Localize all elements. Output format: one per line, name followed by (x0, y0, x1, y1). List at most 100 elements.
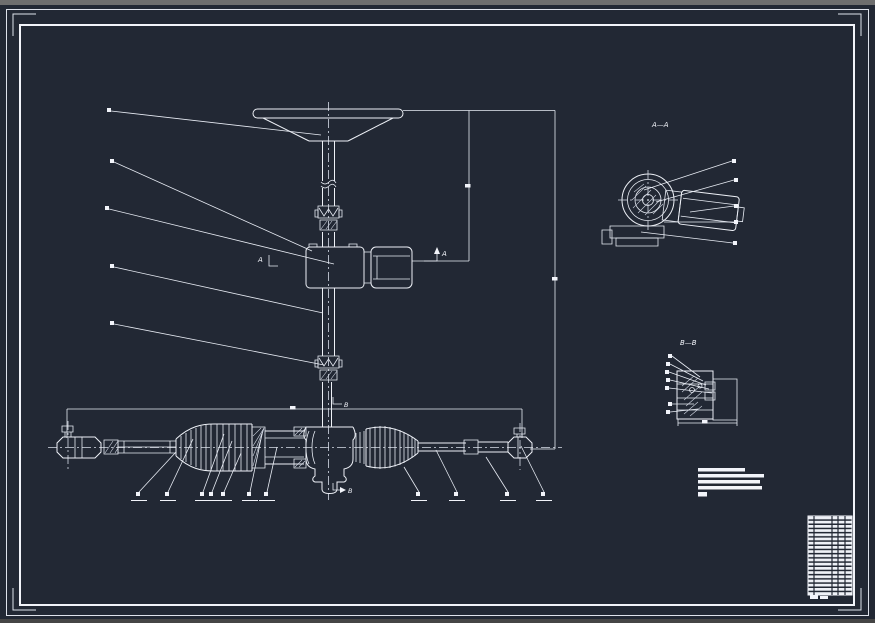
bellows-right-clamp (356, 431, 364, 464)
callout-balloon (200, 492, 204, 496)
dimension-text-marks (290, 184, 708, 424)
callout-balloon (165, 492, 169, 496)
section-view-bb: B—B (677, 339, 737, 426)
callout-balloon (668, 402, 672, 406)
leader-line (212, 441, 232, 492)
leader-line (644, 161, 732, 190)
leader-line (670, 364, 703, 381)
callout-balloon (454, 492, 458, 496)
main-view: A A (57, 109, 555, 495)
assist-motor-section (662, 188, 746, 231)
cut-a-left-label: A (257, 256, 263, 264)
assist-motor (371, 247, 412, 288)
leader-line (114, 267, 323, 313)
rack-housing-tube (252, 427, 315, 468)
section-cut-a-left: A (257, 255, 278, 266)
callout-balloon (416, 492, 420, 496)
leader-line (690, 206, 734, 212)
callout-balloon (733, 241, 737, 245)
callout-balloon (221, 492, 225, 496)
cut-b-lower-label: B (348, 487, 353, 495)
leader-line (521, 446, 544, 492)
leader-line (436, 450, 457, 492)
callout-balloon (505, 492, 509, 496)
steering-column-upper (315, 141, 342, 247)
window-edge-top (0, 0, 875, 5)
leader-line (250, 434, 262, 492)
callout-balloon (732, 159, 736, 163)
leader-line (670, 409, 698, 412)
section-cut-a-right: A (424, 247, 447, 261)
lower-universal-joint (315, 356, 342, 380)
window-edge-bottom (0, 619, 875, 623)
worm-gear-housing (602, 170, 678, 246)
section-cut-b-upper: B (333, 397, 349, 409)
leader-line (114, 162, 312, 251)
sheet-frame (7, 10, 869, 616)
callout-balloon (105, 206, 109, 210)
callout-balloon (734, 204, 738, 208)
callout-balloon (541, 492, 545, 496)
steering-column-lower (315, 288, 342, 427)
callout-balloon (734, 220, 738, 224)
leader-line (203, 434, 224, 492)
corner-bracket-bl (13, 588, 36, 610)
callout-balloon (110, 159, 114, 163)
section-cut-b-lower: B (333, 483, 353, 495)
leader-line (656, 180, 734, 202)
note-text-bar (698, 468, 745, 472)
assist-gearbox (306, 244, 371, 288)
note-text-bar (698, 474, 764, 478)
leader-line (669, 388, 712, 393)
dimension-text-mark (465, 184, 471, 188)
callout-balloon (209, 492, 213, 496)
section-aa-title: A—A (651, 121, 669, 129)
leader-line (109, 209, 334, 264)
leader-line (486, 457, 508, 492)
cut-a-right-label: A (441, 250, 447, 258)
leader-line (114, 324, 324, 365)
leader-line (641, 232, 733, 243)
upper-universal-joint (315, 206, 342, 230)
callout-balloon (136, 492, 140, 496)
callout-balloon (665, 386, 669, 390)
leader-line (267, 447, 277, 492)
callout-layer (105, 108, 738, 501)
dimensions (67, 111, 555, 450)
callout-balloon (666, 410, 670, 414)
callout-balloon (666, 378, 670, 382)
break-line (321, 180, 336, 184)
leader-line (139, 452, 176, 492)
tie-rod-left (104, 440, 176, 454)
callout-balloon (668, 354, 672, 358)
callout-balloon (247, 492, 251, 496)
leader-line (672, 356, 700, 377)
section-view-aa: A—A (602, 121, 745, 246)
callout-balloon (110, 264, 114, 268)
rack-and-pinion (57, 424, 532, 494)
steering-wheel (253, 109, 403, 141)
note-text-bar (698, 486, 762, 490)
callout-balloon (665, 370, 669, 374)
dimension-text-mark (290, 406, 296, 410)
note-text-bar (698, 492, 707, 497)
technical-notes (698, 468, 764, 497)
leader-line (669, 372, 706, 385)
callout-balloon (734, 178, 738, 182)
section-bb-title: B—B (680, 339, 697, 347)
centerlines (48, 102, 562, 500)
corner-bracket-br (838, 588, 861, 610)
callout-balloon (264, 492, 268, 496)
tie-rod-end-left (57, 426, 101, 458)
callout-balloon (110, 321, 114, 325)
cut-b-upper-label: B (344, 401, 349, 409)
callout-balloon (666, 362, 670, 366)
note-text-bar (698, 480, 760, 484)
leader-line (111, 111, 321, 135)
leader-line (224, 453, 241, 492)
tie-rod-right (418, 440, 508, 454)
parts-table (808, 516, 852, 599)
leader-line (670, 380, 709, 389)
